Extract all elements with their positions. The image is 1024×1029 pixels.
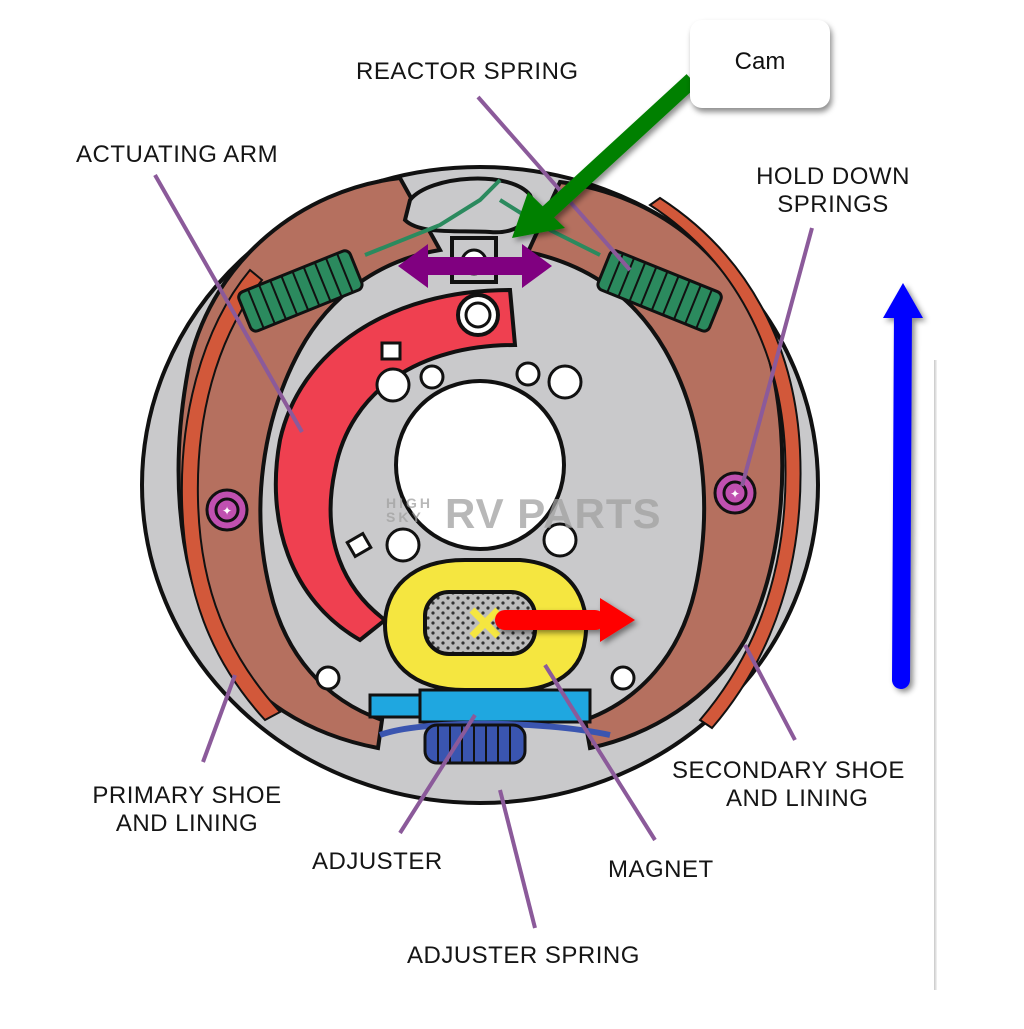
leader-hold-down <box>740 227 814 487</box>
actuating-arm <box>273 287 518 643</box>
label-hold-down-line2: SPRINGS <box>777 191 889 218</box>
label-actuating-arm: ACTUATING ARM <box>76 141 279 168</box>
label-hold-down-springs: HOLD DOWN SPRINGS <box>743 163 923 219</box>
hold-down-spring-right: ✦ <box>713 471 757 515</box>
svg-text:✦: ✦ <box>222 504 232 518</box>
leader-actuating-arm <box>153 174 304 433</box>
watermark: RV PARTS <box>445 490 662 537</box>
leader-secondary-shoe <box>743 644 797 741</box>
cam-callout: Cam <box>690 20 830 108</box>
label-primary-shoe-line1: PRIMARY SHOE <box>92 782 282 809</box>
primary-shoe <box>176 175 444 751</box>
watermark-small: HIGH SKY <box>386 495 433 525</box>
label-reactor-spring: REACTOR SPRING <box>356 58 579 85</box>
leader-reactor-spring <box>476 95 632 272</box>
magnet <box>382 558 589 692</box>
label-secondary-shoe: SECONDARY SHOE AND LINING <box>672 757 934 813</box>
magnet-pull-arrow <box>495 598 635 642</box>
label-secondary-shoe-line2: AND LINING <box>726 785 869 812</box>
leader-adjuster <box>398 713 477 835</box>
leader-primary-shoe <box>201 674 237 763</box>
label-adjuster: ADJUSTER <box>312 848 443 875</box>
panel-edge <box>934 360 937 990</box>
label-magnet: MAGNET <box>608 856 714 883</box>
brake-shoes <box>176 175 802 751</box>
leader-magnet <box>543 663 657 842</box>
cam-callout-text: Cam <box>734 48 786 75</box>
adjuster <box>368 688 592 724</box>
label-primary-shoe: PRIMARY SHOE AND LINING <box>76 782 298 838</box>
leader-adjuster-spring <box>498 789 537 929</box>
cam-arrow <box>512 74 698 238</box>
leader-lines <box>153 95 814 929</box>
label-secondary-shoe-line1: SECONDARY SHOE <box>672 757 905 784</box>
hub <box>315 361 636 691</box>
svg-text:✦: ✦ <box>730 487 740 501</box>
primary-lining <box>180 268 282 722</box>
label-adjuster-spring: ADJUSTER SPRING <box>407 942 640 969</box>
rotation-arrow <box>883 283 923 689</box>
hold-down-spring-left: ✦ <box>205 488 249 532</box>
label-primary-shoe-line2: AND LINING <box>115 810 259 837</box>
label-hold-down-line1: HOLD DOWN <box>756 163 910 190</box>
cam-spread-arrow <box>398 244 552 288</box>
